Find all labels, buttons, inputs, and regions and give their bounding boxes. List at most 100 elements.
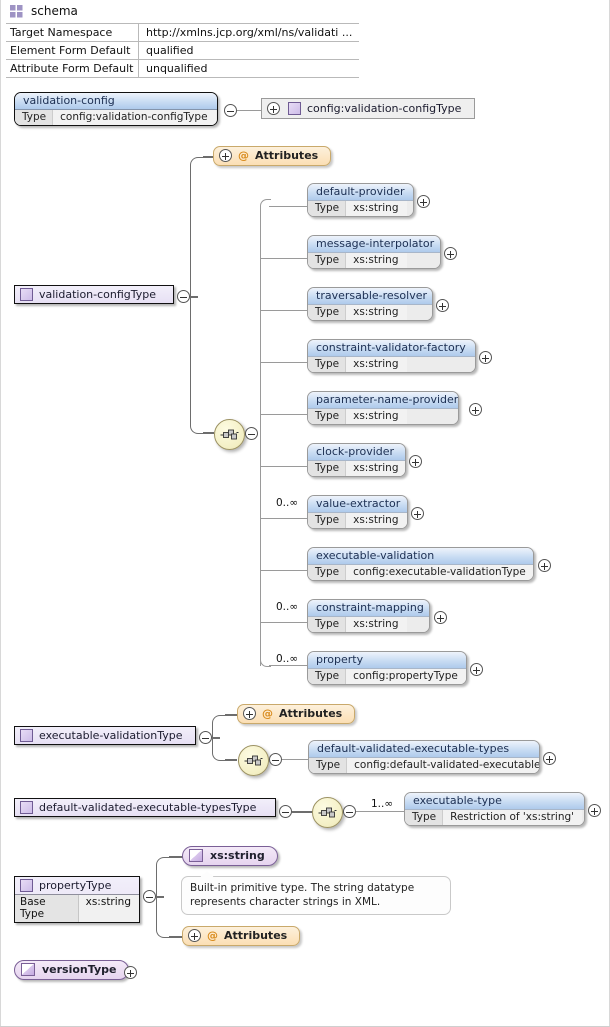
- connector-elbow: [190, 157, 205, 297]
- connector-line: [261, 622, 309, 623]
- connector-line: [261, 362, 309, 363]
- expand-toggle-executable-validation[interactable]: [538, 559, 551, 572]
- expand-toggle-default-provider[interactable]: [417, 195, 430, 208]
- connector-line: [269, 206, 309, 207]
- collapse-toggle-validation-configType[interactable]: [177, 290, 190, 303]
- element-clock-provider[interactable]: clock-provider Type xs:string: [307, 443, 406, 477]
- element-parameter-name-provider[interactable]: parameter-name-provider Type xs:string: [307, 391, 459, 425]
- expand-toggle-parameter-name-provider[interactable]: [469, 403, 482, 416]
- callout-tick: [200, 871, 214, 877]
- expand-toggle-executable-type[interactable]: [588, 804, 601, 817]
- cardinality-property: 0..∞: [276, 653, 299, 665]
- complex-type-default-validated-executable-typesType[interactable]: default-validated-executable-typesType: [14, 798, 276, 817]
- expand-toggle-type-ref[interactable]: [267, 102, 280, 115]
- type-value: xs:string: [346, 253, 407, 268]
- element-name: message-interpolator: [308, 236, 440, 253]
- complex-type-propertyType[interactable]: propertyType Base Type xs:string: [14, 876, 140, 923]
- cardinality-executable-type: 1..∞: [371, 798, 394, 810]
- collapse-toggle-validation-config[interactable]: [224, 104, 237, 117]
- attributes-node-validation-configType[interactable]: @ Attributes: [213, 146, 332, 166]
- sequence-compositor-icon[interactable]: [312, 797, 343, 828]
- frame-left-border: [0, 0, 1, 1027]
- attribute-symbol-icon: @: [262, 707, 273, 720]
- element-type-row: Type config:propertyType: [308, 669, 466, 684]
- expand-toggle-attributes[interactable]: [243, 707, 256, 720]
- type-name-row: default-validated-executable-typesType: [15, 799, 275, 816]
- expand-toggle-versionType[interactable]: [124, 966, 137, 979]
- cardinality-constraint-mapping: 0..∞: [276, 601, 299, 613]
- element-executable-validation[interactable]: executable-validation Type config:execut…: [307, 547, 534, 581]
- simple-type-xs-string[interactable]: xs:string: [182, 846, 278, 866]
- type-label: Type: [308, 409, 347, 424]
- collapse-toggle-sequence[interactable]: [245, 427, 258, 440]
- element-type-row: Type Restriction of 'xs:string': [405, 810, 584, 825]
- tree-elbow-last: [260, 658, 271, 667]
- element-type-row: Type xs:string: [308, 357, 475, 372]
- simple-type-versionType[interactable]: versionType: [14, 960, 130, 980]
- collapse-toggle-default-validated-executable-typesType[interactable]: [279, 805, 292, 818]
- element-default-provider[interactable]: default-provider Type xs:string: [307, 183, 414, 217]
- attributes-node-executable-validationType[interactable]: @ Attributes: [237, 704, 356, 724]
- collapse-toggle-propertyType[interactable]: [143, 890, 156, 903]
- expand-toggle-property[interactable]: [470, 663, 483, 676]
- connector-line: [261, 414, 309, 415]
- element-type-row: Type xs:string: [308, 201, 413, 216]
- complex-type-icon: [20, 729, 33, 742]
- simple-type-name: versionType: [42, 963, 117, 976]
- collapse-toggle-sequence[interactable]: [343, 805, 356, 818]
- expand-toggle-traversable-resolver[interactable]: [436, 299, 449, 312]
- type-value: config:default-validated-executable- ...: [347, 758, 539, 773]
- element-type-row: Type xs:string: [308, 617, 429, 632]
- element-property[interactable]: property Type config:propertyType: [307, 651, 467, 685]
- type-value: xs:string: [346, 617, 407, 632]
- expand-toggle-clock-provider[interactable]: [409, 455, 422, 468]
- property-value: unqualified: [138, 60, 359, 77]
- expand-toggle-constraint-validator-factory[interactable]: [479, 351, 492, 364]
- collapse-toggle-executable-validationType[interactable]: [199, 731, 212, 744]
- type-label: Type: [308, 669, 347, 684]
- connector-line: [269, 665, 309, 666]
- type-value: xs:string: [346, 305, 407, 320]
- element-default-validated-executable-types[interactable]: default-validated-executable-types Type …: [308, 740, 540, 774]
- element-type-row: Type xs:string: [308, 253, 440, 268]
- expand-toggle-attributes[interactable]: [219, 149, 232, 162]
- connector-line: [261, 310, 309, 311]
- type-ref-config-validation-configType[interactable]: config:validation-configType: [261, 98, 475, 119]
- property-key: Target Namespace: [10, 26, 113, 39]
- expand-toggle-value-extractor[interactable]: [411, 507, 424, 520]
- attributes-label: Attributes: [224, 929, 288, 942]
- expand-toggle-message-interpolator[interactable]: [444, 247, 457, 260]
- type-value: xs:string: [346, 357, 407, 372]
- table-row: Attribute Form Default unqualified: [6, 59, 359, 78]
- connector-line: [203, 432, 214, 434]
- connector-elbow: [212, 737, 227, 761]
- type-label: Type: [308, 357, 347, 372]
- simple-type-icon: [21, 963, 35, 976]
- attributes-label: Attributes: [255, 149, 319, 162]
- complex-type-icon: [20, 801, 33, 814]
- element-traversable-resolver[interactable]: traversable-resolver Type xs:string: [307, 287, 433, 321]
- type-label: Type: [308, 617, 347, 632]
- element-constraint-validator-factory[interactable]: constraint-validator-factory Type xs:str…: [307, 339, 476, 373]
- documentation-text: Built-in primitive type. The string data…: [190, 882, 415, 908]
- element-message-interpolator[interactable]: message-interpolator Type xs:string: [307, 235, 441, 269]
- connector-line: [237, 110, 261, 111]
- collapse-toggle-sequence[interactable]: [269, 753, 282, 766]
- property-key: Attribute Form Default: [10, 62, 134, 75]
- complex-type-executable-validationType[interactable]: executable-validationType: [14, 726, 196, 745]
- element-validation-config[interactable]: validation-config Type config:validation…: [14, 92, 218, 126]
- element-executable-type[interactable]: executable-type Type Restriction of 'xs:…: [404, 792, 585, 826]
- type-ref-name: config:validation-configType: [307, 102, 462, 115]
- complex-type-validation-configType[interactable]: validation-configType: [14, 285, 174, 304]
- attributes-node-propertyType[interactable]: @ Attributes: [182, 926, 301, 946]
- expand-toggle-default-validated-executable-types[interactable]: [543, 752, 556, 765]
- complex-type-icon: [20, 288, 33, 301]
- sequence-compositor-icon[interactable]: [214, 419, 245, 450]
- expand-toggle-attributes[interactable]: [188, 929, 201, 942]
- type-label: Type: [308, 513, 347, 528]
- expand-toggle-constraint-mapping[interactable]: [434, 611, 447, 624]
- sequence-compositor-icon[interactable]: [238, 745, 269, 776]
- connector-line: [282, 759, 310, 760]
- element-value-extractor[interactable]: value-extractor Type xs:string: [307, 495, 408, 529]
- element-constraint-mapping[interactable]: constraint-mapping Type xs:string: [307, 599, 430, 633]
